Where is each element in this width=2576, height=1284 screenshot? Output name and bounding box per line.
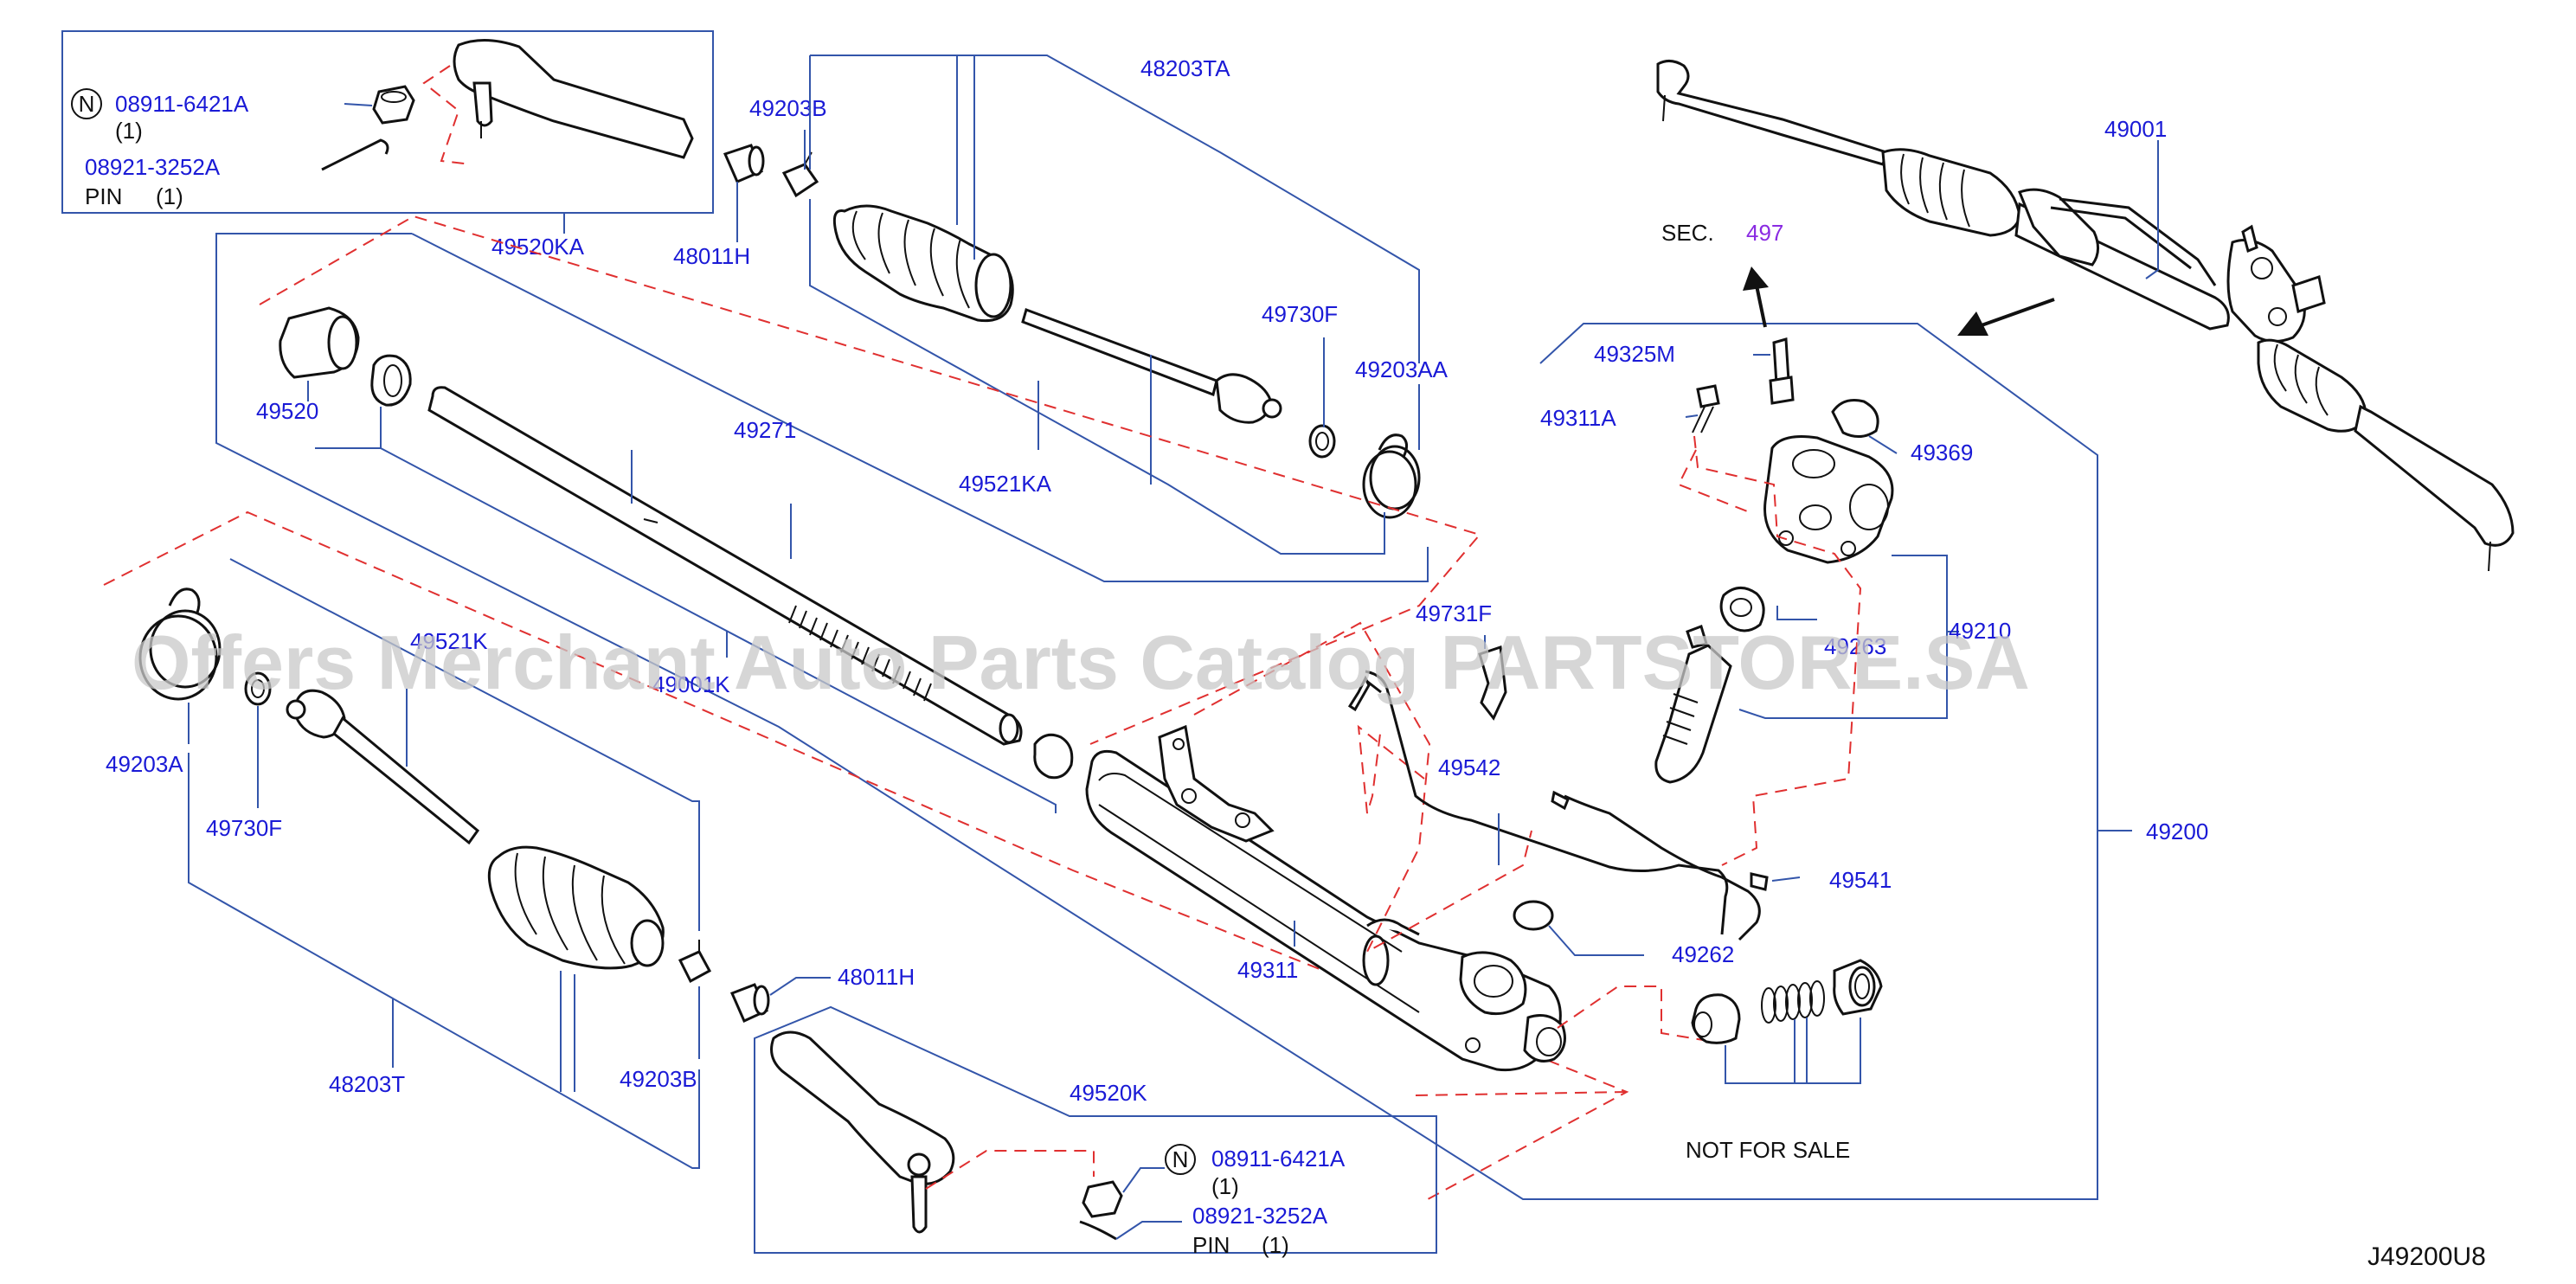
leader-48203t — [188, 558, 700, 1169]
tie-rod-end-k-group: 49520K N 08911-6421A (1) 08921-3252A PIN… — [754, 1005, 1437, 1258]
label-49203b-bottom[interactable]: 49203B — [620, 1066, 697, 1092]
inner-tie-rod-49521k: 49521K — [286, 628, 488, 845]
tie-rod-end-ka-part — [422, 38, 694, 165]
not-for-sale-parts: NOT FOR SALE — [1686, 959, 1883, 1163]
clip-49369: 49369 — [1831, 399, 1973, 465]
nut-qty-bottom: (1) — [1211, 1173, 1239, 1199]
leader-48203ta — [810, 55, 1420, 363]
label-48203ta[interactable]: 48203TA — [1140, 55, 1230, 81]
label-48011h-top[interactable]: 48011H — [673, 243, 750, 269]
sensor-49325m: 49325M — [1594, 337, 1795, 405]
nut-qty: (1) — [115, 118, 143, 144]
arrow-up-icon — [1743, 266, 1769, 328]
pinion-valve-49210: 49263 49210 — [1654, 435, 2011, 784]
label-49203aa[interactable]: 49203AA — [1355, 356, 1449, 382]
bushing-48011h-bottom: 48011H — [729, 964, 915, 1024]
label-49730f-top[interactable]: 49730F — [1262, 301, 1338, 327]
gear-housing-49311: 49311 — [1085, 724, 1566, 1072]
label-49731f[interactable]: 49731F — [1416, 600, 1492, 626]
label-49520ka[interactable]: 49520KA — [491, 234, 585, 260]
clamp-49203aa: 49203AA — [1355, 356, 1449, 519]
label-49001[interactable]: 49001 — [2104, 116, 2167, 142]
label-49325m[interactable]: 49325M — [1594, 341, 1675, 367]
label-49542[interactable]: 49542 — [1438, 754, 1500, 780]
nut-symbol-bottom: N — [1172, 1146, 1189, 1172]
label-49271[interactable]: 49271 — [734, 417, 796, 443]
rack-49271: 49271 49001K — [427, 386, 1074, 780]
clamp-49203b-bottom: 49203B — [620, 940, 712, 1092]
pin-part-bottom — [1079, 1220, 1117, 1241]
label-49311a[interactable]: 49311A — [1540, 405, 1616, 431]
boot-48203t — [487, 845, 665, 970]
label-49369[interactable]: 49369 — [1911, 440, 1973, 465]
inner-tie-rod-49521ka — [1021, 308, 1282, 424]
leader-49521ka — [809, 199, 1385, 555]
label-49210-partial[interactable]: 49210 — [1949, 618, 2011, 644]
ring-49730f-top: 49730F — [1262, 301, 1338, 459]
label-49200[interactable]: 49200 — [2146, 819, 2208, 844]
label-49520[interactable]: 49520 — [256, 398, 318, 424]
o-ring-49262: 49262 — [1513, 900, 1734, 967]
label-48203t[interactable]: 48203T — [329, 1071, 405, 1097]
steering-gear-assembly-49001: 49001 — [1656, 60, 2515, 572]
nut-part — [344, 85, 415, 125]
watermark-text: Offers Merchant Auto Parts Catalog PARTS… — [132, 620, 2030, 705]
tie-rod-end-ka-group: N 08911-6421A (1) 08921-3252A PIN (1) — [61, 30, 714, 214]
boot-48203ta — [832, 204, 1014, 323]
pin-part — [321, 138, 389, 171]
assembly-boundary — [215, 233, 2098, 1200]
arrow-diagonal-icon — [1957, 298, 2055, 336]
label-49541[interactable]: 49541 — [1829, 867, 1892, 893]
bushing-48011h-top: 48011H — [673, 144, 765, 269]
label-49521k-partial[interactable]: 49521K — [410, 628, 488, 654]
section-reference: SEC. 497 — [1661, 220, 1783, 328]
bolt-49311a: 49311A — [1540, 384, 1720, 433]
not-for-sale-text: NOT FOR SALE — [1686, 1137, 1850, 1163]
circled-n-icon — [71, 88, 102, 119]
clip-49731f: 49731F — [1416, 600, 1507, 721]
label-49521ka[interactable]: 49521KA — [959, 471, 1052, 497]
pin-part-number-bottom[interactable]: 08921-3252A — [1192, 1203, 1328, 1229]
circled-n-icon — [1165, 1144, 1196, 1175]
label-49730f-left[interactable]: 49730F — [206, 815, 282, 841]
phantom-line-left — [103, 510, 1629, 1200]
label-49203a[interactable]: 49203A — [106, 751, 183, 777]
nut-part-bottom — [1082, 1180, 1123, 1218]
clamp-49203b-top: 49203B — [749, 95, 827, 198]
phantom-line-pinion — [1677, 435, 1862, 866]
nut-part-number[interactable]: 08911-6421A — [115, 91, 249, 117]
seal-49520: 49520 — [256, 306, 1057, 813]
label-49263-partial[interactable]: 49263 — [1824, 633, 1886, 659]
sec-number[interactable]: 497 — [1746, 220, 1783, 246]
pin-qty: (1) — [156, 183, 183, 209]
phantom-line-housing — [1193, 621, 1714, 1096]
nut-symbol: N — [79, 91, 95, 117]
clamp-49203a: 49203A — [106, 587, 222, 777]
label-49520k[interactable]: 49520K — [1070, 1080, 1147, 1106]
tube-49542: 49542 — [1347, 670, 1729, 935]
tie-rod-end-ka-box — [61, 30, 714, 214]
pin-part-number[interactable]: 08921-3252A — [85, 154, 221, 180]
sec-prefix: SEC. — [1661, 220, 1714, 246]
ring-49730f-left: 49730F — [206, 671, 282, 841]
nut-part-number-bottom[interactable]: 08911-6421A — [1211, 1146, 1346, 1172]
tube-49541: 49541 — [1551, 790, 1892, 941]
label-49001k-partial[interactable]: 49001K — [652, 671, 730, 697]
tie-rod-end-k-box — [754, 1005, 1437, 1254]
label-49311[interactable]: 49311 — [1237, 957, 1298, 983]
label-48011h-bottom[interactable]: 48011H — [838, 964, 915, 990]
drawing-code: J49200U8 — [2367, 1242, 2486, 1271]
pin-qty-bottom: (1) — [1262, 1232, 1289, 1258]
pin-text-bottom: PIN — [1192, 1232, 1230, 1258]
label-49203b-top[interactable]: 49203B — [749, 95, 827, 121]
pin-text: PIN — [85, 183, 122, 209]
label-49262[interactable]: 49262 — [1672, 941, 1734, 967]
